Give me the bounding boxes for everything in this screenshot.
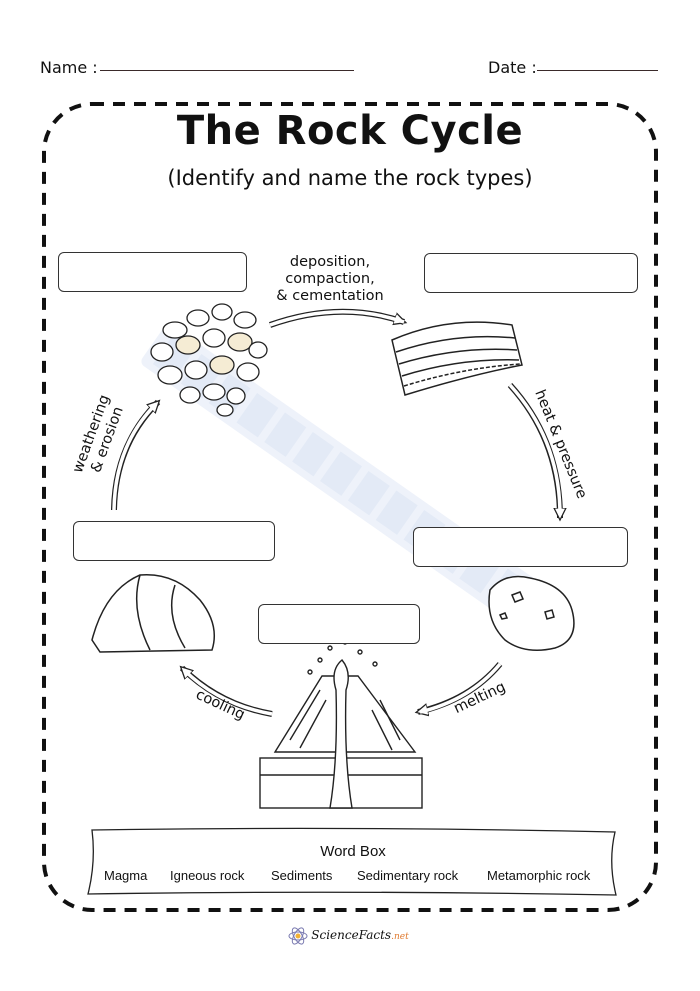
dashed-border — [42, 102, 658, 912]
word-sediments: Sediments — [271, 868, 333, 883]
page-subtitle: (Identify and name the rock types) — [167, 166, 533, 190]
sedimentary-rock-illustration — [391, 321, 523, 396]
word-magma: Magma — [104, 868, 148, 883]
metamorphic-rock-illustration — [488, 575, 575, 651]
deposition-label: deposition, compaction, & cementation — [260, 254, 400, 305]
igneous-rock-answer-box[interactable] — [73, 521, 275, 561]
sediments-answer-box[interactable] — [58, 252, 247, 292]
metamorphic-rock-answer-box[interactable] — [413, 527, 628, 567]
name-label: Name : — [40, 58, 98, 77]
date-field[interactable] — [537, 70, 658, 71]
sciencefacts-logo — [288, 927, 308, 945]
label-line: compaction, — [285, 271, 375, 287]
page-title: The Rock Cycle — [176, 108, 524, 154]
name-field[interactable] — [100, 70, 354, 71]
logo-suffix: .net — [391, 932, 409, 942]
logo-text: ScienceFacts — [311, 928, 392, 942]
word-metamorphic-rock: Metamorphic rock — [487, 868, 591, 883]
date-label: Date : — [488, 58, 537, 77]
word-box-frame — [87, 827, 617, 896]
igneous-rock-illustration — [91, 573, 215, 653]
word-sedimentary-rock: Sedimentary rock — [357, 868, 459, 883]
label-line: deposition, — [289, 254, 371, 270]
label-line: & cementation — [276, 288, 384, 304]
volcano-illustration — [259, 627, 423, 809]
sediments-illustration — [150, 303, 268, 417]
word-box-title: Word Box — [320, 843, 386, 860]
word-igneous-rock: Igneous rock — [170, 868, 245, 883]
magma-answer-box[interactable] — [258, 604, 420, 644]
sedimentary-rock-answer-box[interactable] — [424, 253, 638, 293]
footer-logo-text: ScienceFacts.net — [0, 928, 700, 942]
